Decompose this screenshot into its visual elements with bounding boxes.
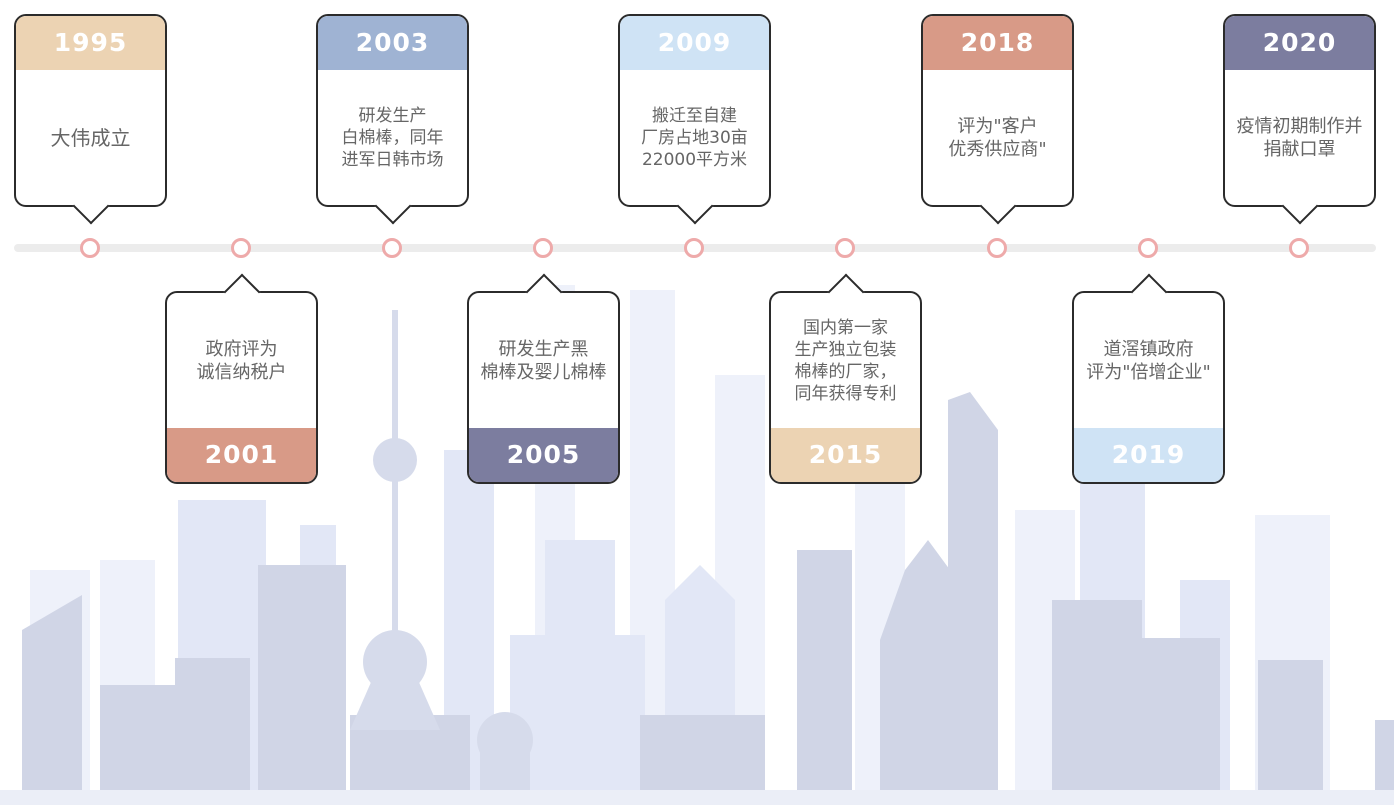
timeline-node-2009 bbox=[684, 238, 704, 258]
milestone-year: 2005 bbox=[469, 428, 618, 482]
milestone-year: 2009 bbox=[620, 16, 769, 70]
timeline-node-2003 bbox=[382, 238, 402, 258]
milestone-year: 2019 bbox=[1074, 428, 1223, 482]
milestone-description: 道滘镇政府 评为"倍增企业" bbox=[1086, 338, 1211, 383]
timeline-node-2015 bbox=[835, 238, 855, 258]
milestone-year: 2003 bbox=[318, 16, 467, 70]
milestone-card-2019: 2019 道滘镇政府 评为"倍增企业" bbox=[1072, 273, 1225, 484]
milestone-description: 疫情初期制作并 捐献口罩 bbox=[1236, 115, 1363, 160]
timeline-node-2018 bbox=[987, 238, 1007, 258]
milestone-description: 评为"客户 优秀供应商" bbox=[948, 115, 1047, 160]
milestone-card-2020: 2020 疫情初期制作并 捐献口罩 bbox=[1223, 14, 1376, 225]
milestone-year: 2015 bbox=[771, 428, 920, 482]
milestone-description: 国内第一家 生产独立包装 棉棒的厂家， 同年获得专利 bbox=[794, 317, 897, 404]
milestone-description: 政府评为 诚信纳税户 bbox=[196, 338, 287, 383]
milestone-card-2005: 2005 研发生产黑 棉棒及婴儿棉棒 bbox=[467, 273, 620, 484]
milestone-card-1995: 1995 大伟成立 bbox=[14, 14, 167, 225]
milestone-description: 研发生产黑 棉棒及婴儿棉棒 bbox=[480, 338, 607, 383]
milestone-year: 2020 bbox=[1225, 16, 1374, 70]
milestone-card-2001: 2001 政府评为 诚信纳税户 bbox=[165, 273, 318, 484]
milestone-card-2015: 2015 国内第一家 生产独立包装 棉棒的厂家， 同年获得专利 bbox=[769, 273, 922, 484]
timeline-node-2019 bbox=[1138, 238, 1158, 258]
timeline-node-1995 bbox=[80, 238, 100, 258]
milestone-year: 2001 bbox=[167, 428, 316, 482]
milestone-card-2003: 2003 研发生产 白棉棒，同年 进军日韩市场 bbox=[316, 14, 469, 225]
milestone-description: 搬迁至自建 厂房占地30亩 22000平方米 bbox=[641, 105, 748, 170]
timeline-node-2020 bbox=[1289, 238, 1309, 258]
milestone-card-2009: 2009 搬迁至自建 厂房占地30亩 22000平方米 bbox=[618, 14, 771, 225]
milestone-year: 2018 bbox=[923, 16, 1072, 70]
milestone-description: 大伟成立 bbox=[50, 125, 131, 150]
timeline-node-2005 bbox=[533, 238, 553, 258]
milestone-card-2018: 2018 评为"客户 优秀供应商" bbox=[921, 14, 1074, 225]
timeline-node-2001 bbox=[231, 238, 251, 258]
milestone-description: 研发生产 白棉棒，同年 进军日韩市场 bbox=[341, 105, 444, 170]
milestone-year: 1995 bbox=[16, 16, 165, 70]
